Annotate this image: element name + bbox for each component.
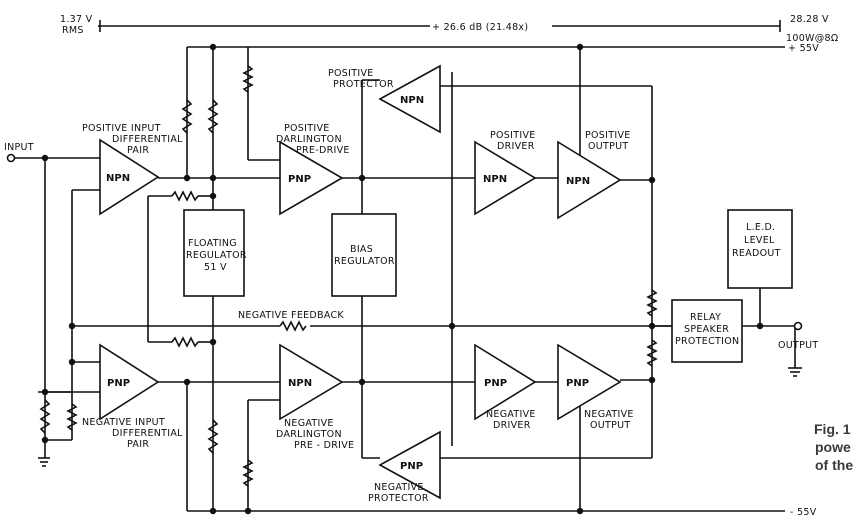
input-level-label: 1.37 V xyxy=(60,14,93,25)
stage-positive-output[interactable]: NPN POSITIVE OUTPUT xyxy=(557,130,631,220)
stage-title-line-2: PROTECTOR xyxy=(368,493,429,504)
bias-regulator-block[interactable]: BIAS REGULATOR xyxy=(331,213,397,297)
input-label: INPUT xyxy=(4,142,34,153)
block-line-1: RELAY xyxy=(690,312,721,323)
device-type: NPN xyxy=(106,173,130,184)
stage-title-line-1: NEGATIVE xyxy=(374,482,424,493)
device-type: PNP xyxy=(400,461,423,472)
stage-negative-output[interactable]: PNP NEGATIVE OUTPUT xyxy=(557,343,634,431)
negative-rail-label: - 55V xyxy=(790,507,817,518)
stage-title-line-1: NEGATIVE xyxy=(284,418,334,429)
block-line-1: BIAS xyxy=(350,244,373,255)
output-terminal[interactable] xyxy=(793,321,803,331)
stage-title-line-2: PROTECTOR xyxy=(333,79,394,90)
stage-title-line-2: DRIVER xyxy=(497,141,535,152)
caption-line-2: powe xyxy=(815,439,851,455)
resistors xyxy=(39,65,658,487)
stage-title-line-1: NEGATIVE xyxy=(584,409,634,420)
device-type: NPN xyxy=(483,174,507,185)
block-line-2: SPEAKER xyxy=(684,324,729,335)
device-type: PNP xyxy=(484,378,507,389)
device-type: PNP xyxy=(566,378,589,389)
stage-title-line-1: NEGATIVE INPUT xyxy=(82,417,165,428)
stage-title-line-1: POSITIVE INPUT xyxy=(82,123,161,134)
block-line-2: REGULATOR xyxy=(186,250,247,261)
gain-annotation: 1.37 V RMS + 26.6 dB (21.48x) 28.28 V 10… xyxy=(60,14,838,44)
device-type: PNP xyxy=(107,378,130,389)
junction-dots xyxy=(41,43,764,515)
led-level-readout-block[interactable]: L.E.D. LEVEL READOUT xyxy=(727,209,793,289)
block-line-3: PROTECTION xyxy=(675,336,739,347)
stage-title-line-1: POSITIVE xyxy=(284,123,330,134)
caption-line-3: of the xyxy=(815,457,853,473)
stage-title-line-1: NEGATIVE xyxy=(486,409,536,420)
output-power-label: 100W@8Ω xyxy=(786,33,838,44)
device-type: NPN xyxy=(400,95,424,106)
stage-title-line-2: DARLINGTON xyxy=(276,134,342,145)
block-line-3: 51 V xyxy=(204,262,227,273)
floating-regulator-block[interactable]: FLOATING REGULATOR 51 V xyxy=(183,209,247,297)
stage-negative-darlington-predrive[interactable]: NPN NEGATIVE DARLINGTON PRE - DRIVE xyxy=(276,343,354,451)
stage-negative-protector[interactable]: PNP NEGATIVE PROTECTOR xyxy=(368,430,441,504)
stage-title-line-2: DIFFERENTIAL xyxy=(112,428,183,439)
stage-positive-protector[interactable]: NPN POSITIVE PROTECTOR xyxy=(328,64,441,134)
positive-rail-label: + 55V xyxy=(788,43,819,54)
stage-negative-driver[interactable]: PNP NEGATIVE DRIVER xyxy=(474,343,537,431)
stage-title-line-1: POSITIVE xyxy=(328,68,374,79)
stage-title-line-1: POSITIVE xyxy=(585,130,631,141)
block-line-1: FLOATING xyxy=(188,238,237,249)
block-line-1: L.E.D. xyxy=(746,222,775,233)
input-unit-label: RMS xyxy=(62,25,84,36)
gain-text: + 26.6 dB (21.48x) xyxy=(432,22,528,33)
input-terminal[interactable] xyxy=(6,153,16,163)
block-line-2: REGULATOR xyxy=(334,256,395,267)
stage-title-line-3: PRE - DRIVE xyxy=(294,440,354,451)
relay-speaker-protection-block[interactable]: RELAY SPEAKER PROTECTION xyxy=(671,299,743,363)
stage-positive-darlington-predrive[interactable]: PNP POSITIVE DARLINGTON PRE-DRIVE xyxy=(276,123,350,216)
stage-title-line-3: PAIR xyxy=(127,145,149,156)
device-type: NPN xyxy=(288,378,312,389)
negative-feedback-label: NEGATIVE FEEDBACK xyxy=(238,310,344,321)
output-level-label: 28.28 V xyxy=(790,14,829,25)
stage-title-line-3: PRE-DRIVE xyxy=(296,145,350,156)
caption-line-1: Fig. 1 xyxy=(814,421,851,437)
stage-title-line-2: DARLINGTON xyxy=(276,429,342,440)
stage-title-line-2: OUTPUT xyxy=(590,420,631,431)
device-type: PNP xyxy=(288,174,311,185)
block-line-2: LEVEL xyxy=(744,235,775,246)
stage-positive-driver[interactable]: NPN POSITIVE DRIVER xyxy=(474,130,537,216)
block-line-3: READOUT xyxy=(732,248,781,259)
stage-negative-input-pair[interactable]: PNP NEGATIVE INPUT DIFFERENTIAL PAIR xyxy=(82,343,183,450)
stage-positive-input-pair[interactable]: NPN POSITIVE INPUT DIFFERENTIAL PAIR xyxy=(82,123,183,216)
stage-title-line-2: DRIVER xyxy=(493,420,531,431)
stage-title-line-1: POSITIVE xyxy=(490,130,536,141)
output-label: OUTPUT xyxy=(778,340,819,351)
stage-title-line-2: OUTPUT xyxy=(588,141,629,152)
device-type: NPN xyxy=(566,176,590,187)
stage-title-line-2: DIFFERENTIAL xyxy=(112,134,183,145)
figure-caption: Fig. 1 powe of the xyxy=(814,421,853,473)
stage-title-line-3: PAIR xyxy=(127,439,149,450)
